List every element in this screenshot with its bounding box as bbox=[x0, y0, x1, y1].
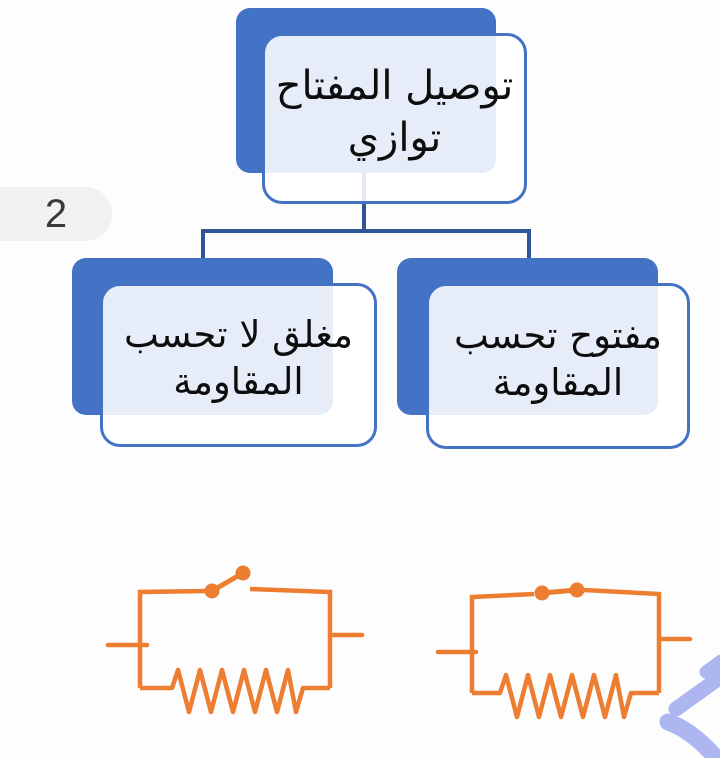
open-node-label: مفتوح تحسب المقاومة bbox=[454, 312, 662, 407]
wire-left-rail bbox=[137, 588, 209, 688]
connector-right-drop bbox=[527, 229, 531, 260]
watermark-dot-stroke bbox=[699, 654, 720, 679]
open-node-line1: مفتوح تحسب bbox=[454, 313, 662, 357]
closed-node-label: مغلق لا تحسب المقاومة bbox=[124, 311, 353, 406]
watermark-bowl-stroke bbox=[659, 713, 720, 758]
arabic-watermark-partial-icon bbox=[659, 654, 720, 758]
connector-horizontal bbox=[201, 229, 531, 233]
switch-contact-dot bbox=[569, 582, 585, 598]
root-node-label: توصيل المفتاح توازي bbox=[276, 61, 514, 163]
connector-left-drop bbox=[201, 229, 205, 260]
closed-node-line1: مغلق لا تحسب bbox=[124, 312, 353, 356]
switch-contact-dot bbox=[204, 583, 220, 599]
watermark-diagonal-stroke bbox=[668, 668, 720, 717]
slide-number: 2 bbox=[44, 192, 68, 236]
open-node-line2: المقاومة bbox=[492, 361, 624, 404]
closed-switch-circuit-icon bbox=[435, 582, 693, 720]
resistor-zigzag bbox=[140, 667, 330, 715]
slide-number-badge: 2 bbox=[0, 187, 112, 241]
wire-right-rail bbox=[249, 586, 333, 688]
switch-contact-dot bbox=[534, 585, 550, 601]
wire-left-rail bbox=[469, 591, 535, 693]
switch-lever-dot bbox=[235, 565, 251, 581]
resistor-zigzag bbox=[472, 672, 659, 720]
root-node: توصيل المفتاح توازي bbox=[262, 33, 527, 204]
wire-right-rail bbox=[583, 587, 662, 693]
open-node: مفتوح تحسب المقاومة bbox=[426, 283, 690, 449]
open-switch-circuit-icon bbox=[105, 565, 365, 715]
closed-node-line2: المقاومة bbox=[173, 360, 304, 403]
root-node-line1: توصيل المفتاح bbox=[275, 63, 514, 110]
root-node-line2: توازي bbox=[347, 114, 442, 161]
closed-node: مغلق لا تحسب المقاومة bbox=[100, 283, 377, 447]
